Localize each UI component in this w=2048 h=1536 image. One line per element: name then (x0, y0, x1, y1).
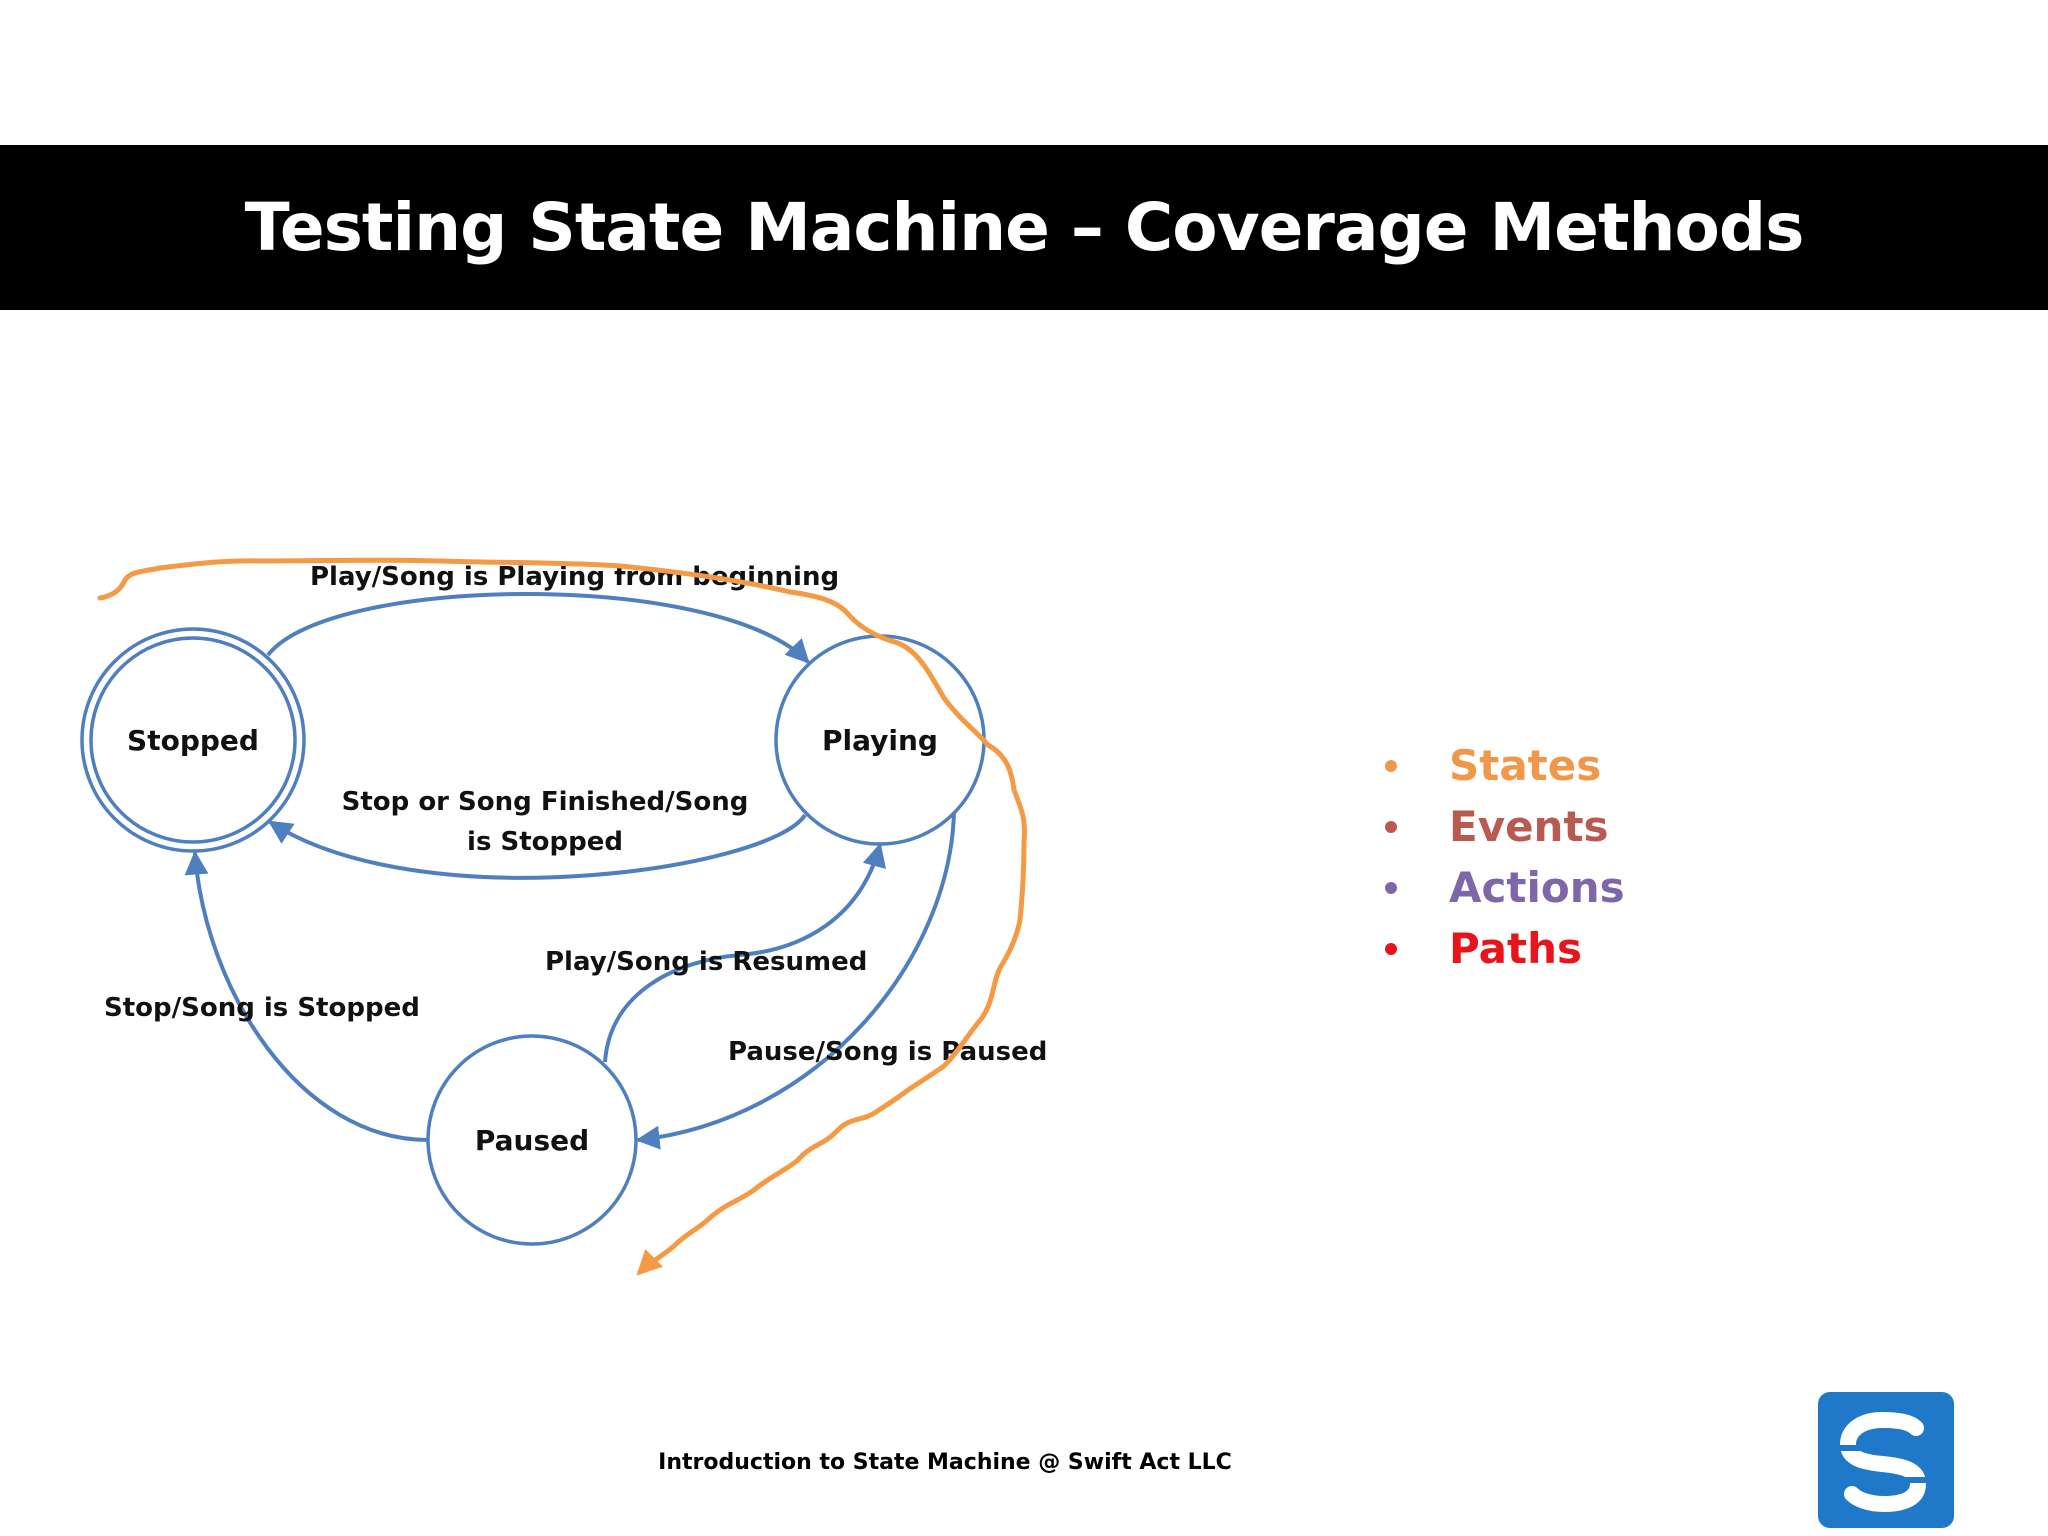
label-playing-to-paused: Pause/Song is Paused (728, 1037, 1047, 1067)
coverage-methods-list: States Events Actions Paths (1385, 735, 1625, 979)
state-paused: Paused (426, 1034, 638, 1246)
bullet-dot (1385, 820, 1397, 833)
label-paused-to-playing: Play/Song is Resumed (545, 947, 867, 977)
transition-playing-to-stopped (267, 813, 807, 880)
label-playing-to-stopped-line1: Stop or Song Finished/Song (342, 787, 749, 817)
swift-act-logo-icon (1818, 1392, 1954, 1528)
transition-paused-to-playing (603, 842, 887, 1063)
bullet-label-states: States (1449, 741, 1602, 790)
state-label-paused: Paused (475, 1124, 589, 1157)
bullet-dot (1385, 942, 1397, 955)
state-stopped: Stopped (80, 627, 306, 853)
state-label-playing: Playing (822, 724, 938, 757)
bullet-label-paths: Paths (1449, 924, 1582, 973)
bullet-item-actions: Actions (1385, 857, 1625, 918)
bullet-item-states: States (1385, 735, 1625, 796)
transition-paused-to-stopped (184, 850, 429, 1142)
slide-footer: Introduction to State Machine @ Swift Ac… (658, 1450, 1232, 1475)
bullet-item-paths: Paths (1385, 918, 1625, 979)
label-playing-to-stopped-line2: is Stopped (467, 827, 623, 857)
transition-playing-to-paused (635, 811, 956, 1150)
label-stopped-to-playing: Play/Song is Playing from beginning (310, 562, 839, 592)
bullet-dot (1385, 881, 1397, 894)
slide-title: Testing State Machine – Coverage Methods (244, 189, 1805, 266)
bullet-dot (1385, 759, 1397, 772)
bullet-item-events: Events (1385, 796, 1625, 857)
highlighted-path-annotation (97, 557, 1027, 1276)
bullet-label-events: Events (1449, 802, 1609, 851)
state-label-stopped: Stopped (127, 724, 259, 757)
title-bar: Testing State Machine – Coverage Methods (0, 145, 2048, 310)
transition-stopped-to-playing (266, 592, 810, 664)
bullet-label-actions: Actions (1449, 863, 1625, 912)
label-paused-to-stopped: Stop/Song is Stopped (104, 993, 420, 1023)
